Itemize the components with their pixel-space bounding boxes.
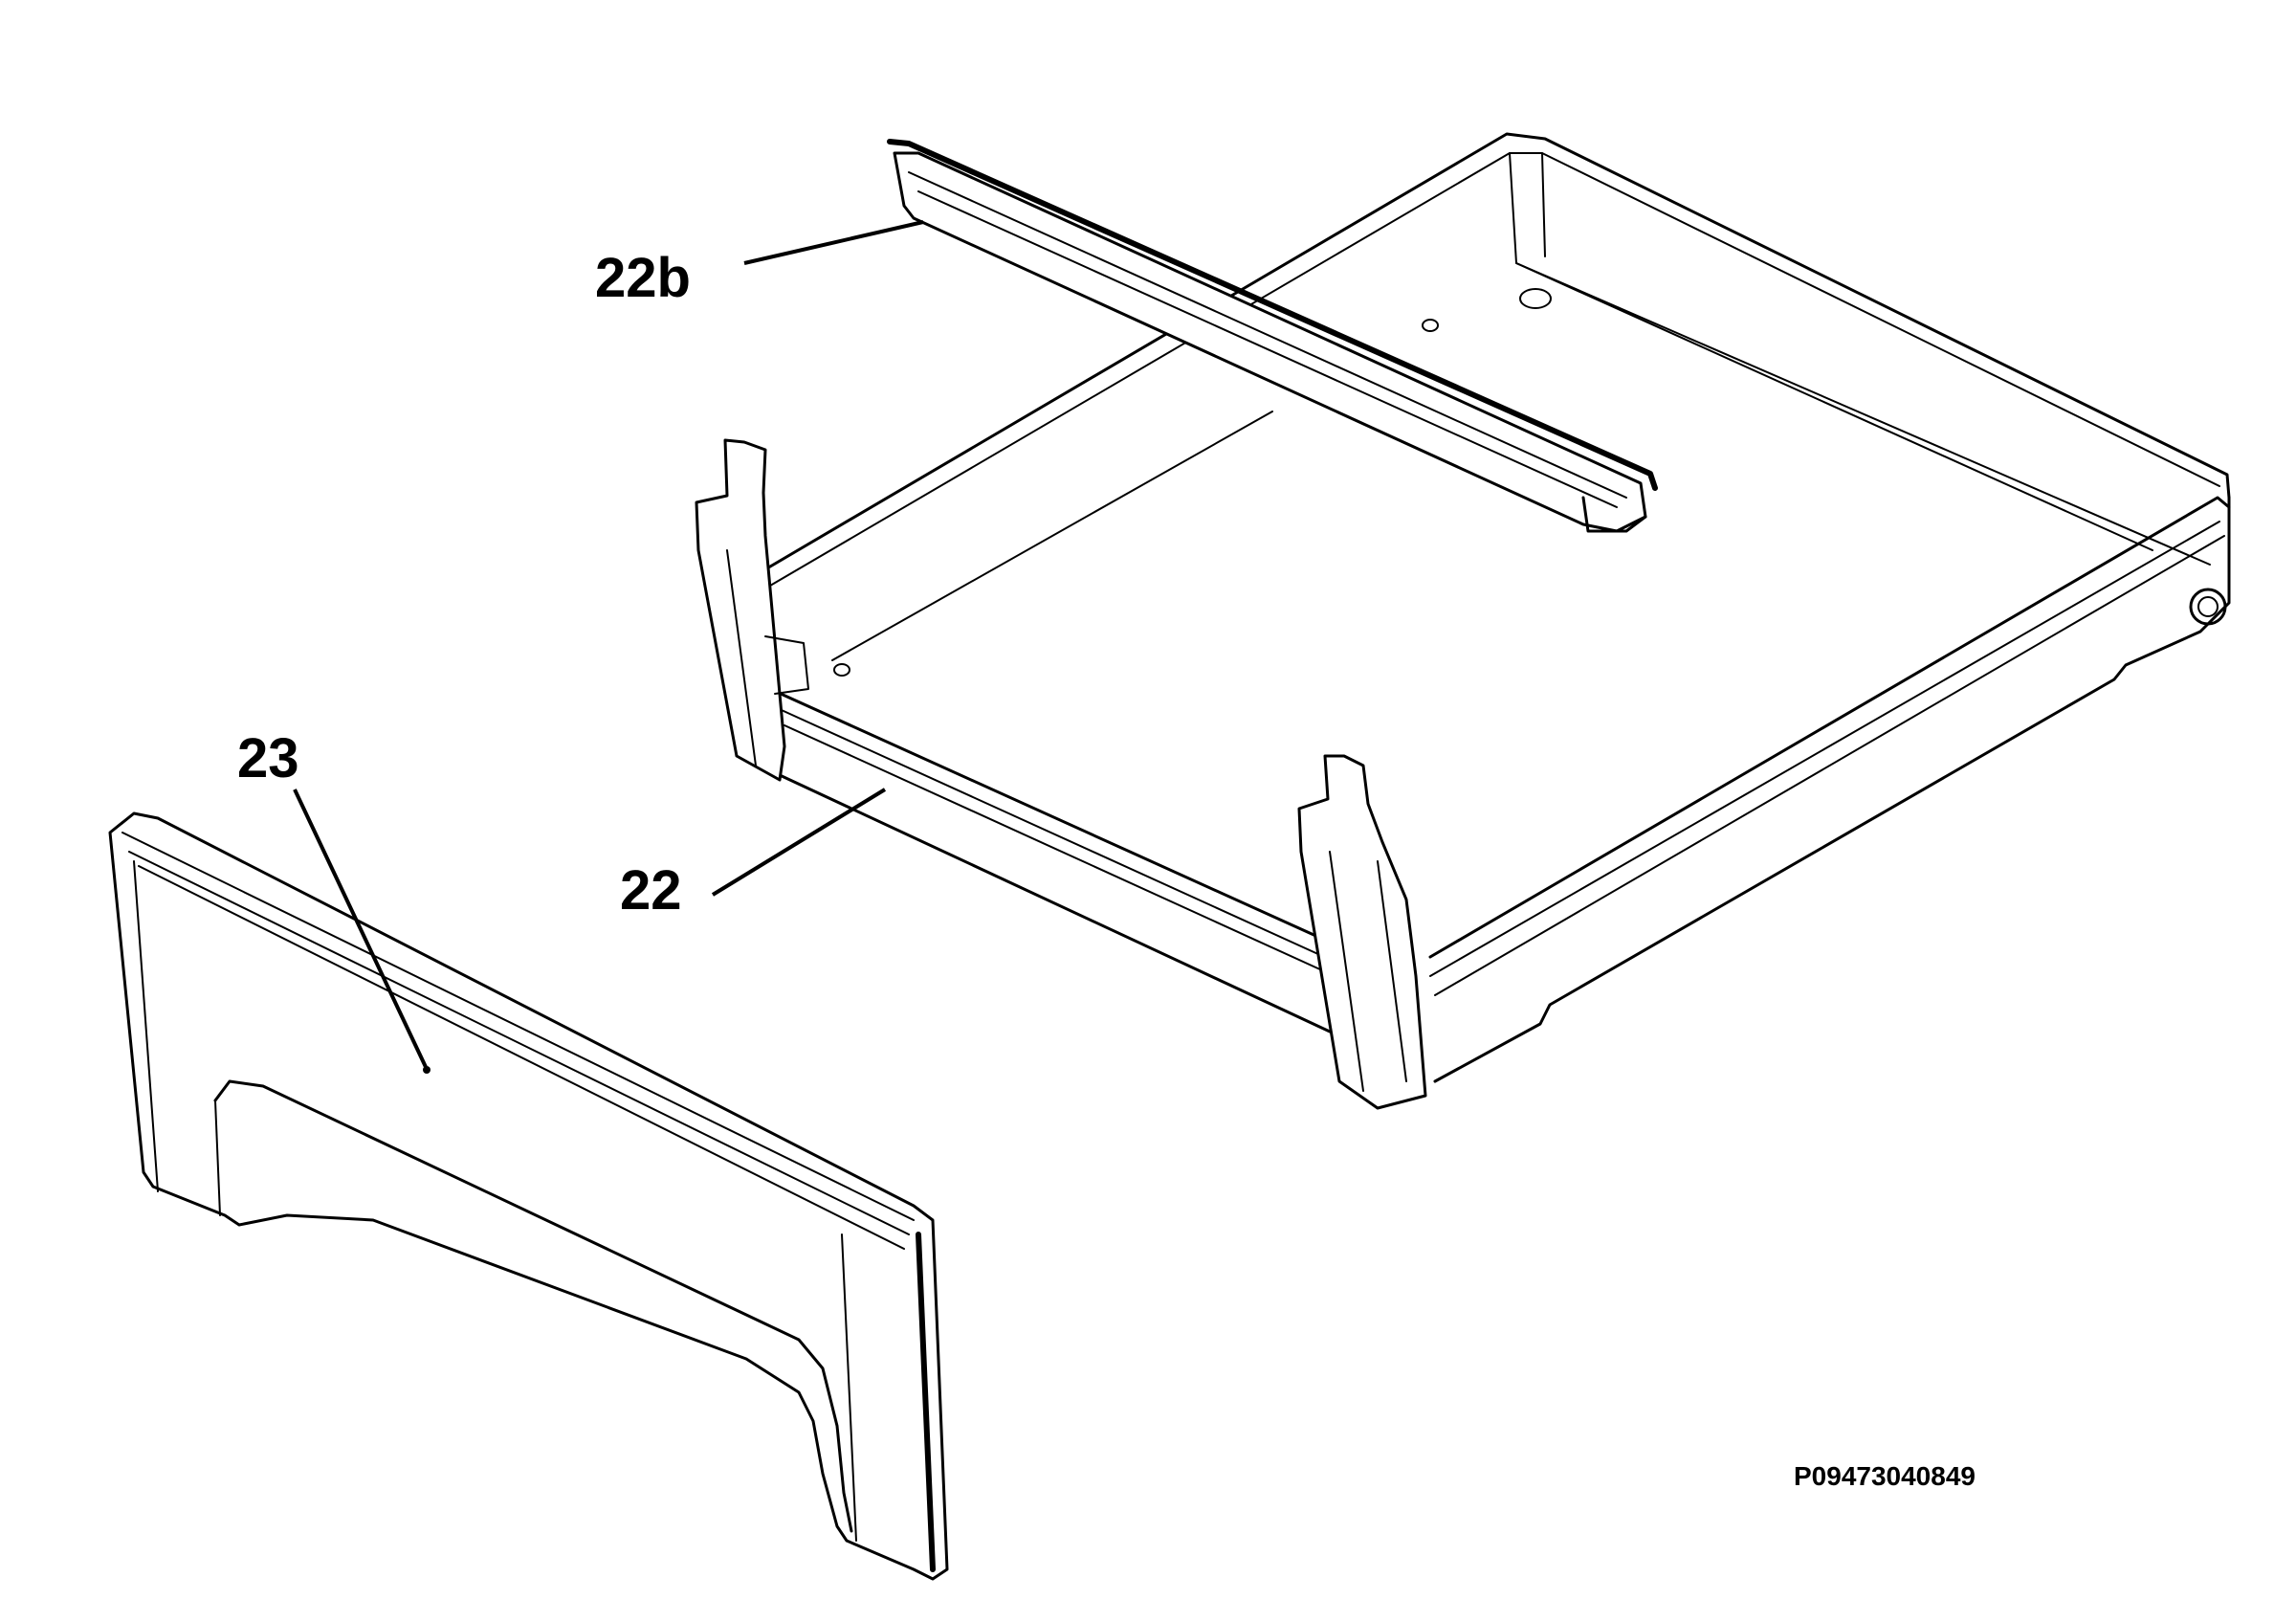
leader-23-tip: [423, 1066, 430, 1074]
drawing-reference-code: P09473040849: [1794, 1461, 1976, 1491]
cross-bar: [887, 139, 1658, 533]
callout-22: 22: [620, 859, 682, 922]
leader-23: [293, 789, 428, 1068]
leader-22: [711, 788, 887, 897]
callout-23: 23: [237, 727, 299, 789]
callout-22b: 22b: [595, 247, 691, 309]
front-panel: [108, 811, 949, 1581]
drawer-tray: [695, 132, 2231, 1110]
leader-22b: [743, 220, 924, 265]
